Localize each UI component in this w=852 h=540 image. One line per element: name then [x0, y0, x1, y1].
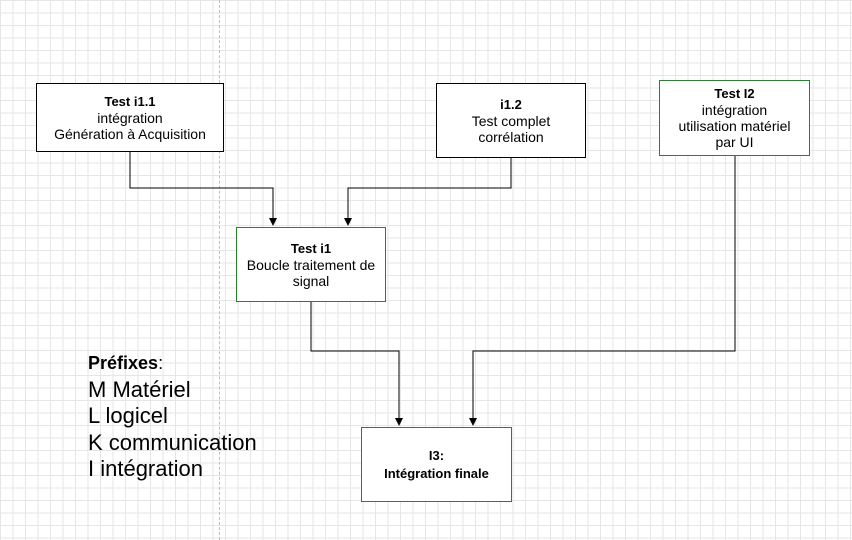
node-title: Test i1	[290, 240, 332, 256]
legend-item: I intégration	[88, 456, 203, 481]
node-subtitle: Intégration finale	[384, 465, 489, 481]
legend-item: L logicel	[88, 403, 168, 428]
node-title: Test i1.1	[104, 93, 156, 109]
node-title: I3:	[428, 447, 445, 463]
node-test-i2[interactable]: Test I2 intégration utilisation matériel…	[659, 80, 810, 156]
node-line: intégration	[701, 102, 768, 118]
node-i1-2[interactable]: i1.2 Test complet corrélation	[436, 83, 586, 158]
node-title: Test I2	[714, 86, 755, 101]
prefix-legend: Préfixes: M Matériel L logicel K communi…	[88, 350, 257, 483]
legend-item: M Matériel	[88, 376, 191, 402]
node-line: Boucle traitement de	[246, 256, 376, 273]
node-test-i1[interactable]: Test i1 Boucle traitement de signal	[236, 227, 386, 302]
edge-i2-to-i3	[469, 156, 736, 426]
edge-i11-to-i1	[129, 152, 277, 226]
node-test-i1-1[interactable]: Test i1.1 intégration Génération à Acqui…	[36, 83, 224, 152]
node-line: Génération à Acquisition	[54, 125, 206, 142]
vertical-guide-line	[219, 0, 220, 540]
edge-i1-to-i3	[310, 302, 403, 426]
legend-title-text: Préfixes	[88, 353, 159, 373]
node-line: signal	[292, 272, 330, 289]
node-line: par UI	[715, 134, 754, 150]
edge-i12-to-i1	[344, 158, 512, 226]
node-line: corrélation	[478, 128, 544, 145]
legend-item: K communication	[88, 429, 257, 455]
node-line: intégration	[97, 109, 163, 126]
node-line: utilisation matériel	[678, 118, 791, 134]
legend-title-colon: :	[158, 353, 164, 373]
node-line: Test complet	[471, 112, 551, 129]
node-title: i1.2	[500, 96, 522, 112]
legend-title: Préfixes:	[88, 350, 257, 377]
node-i3[interactable]: I3: Intégration finale	[361, 427, 512, 502]
